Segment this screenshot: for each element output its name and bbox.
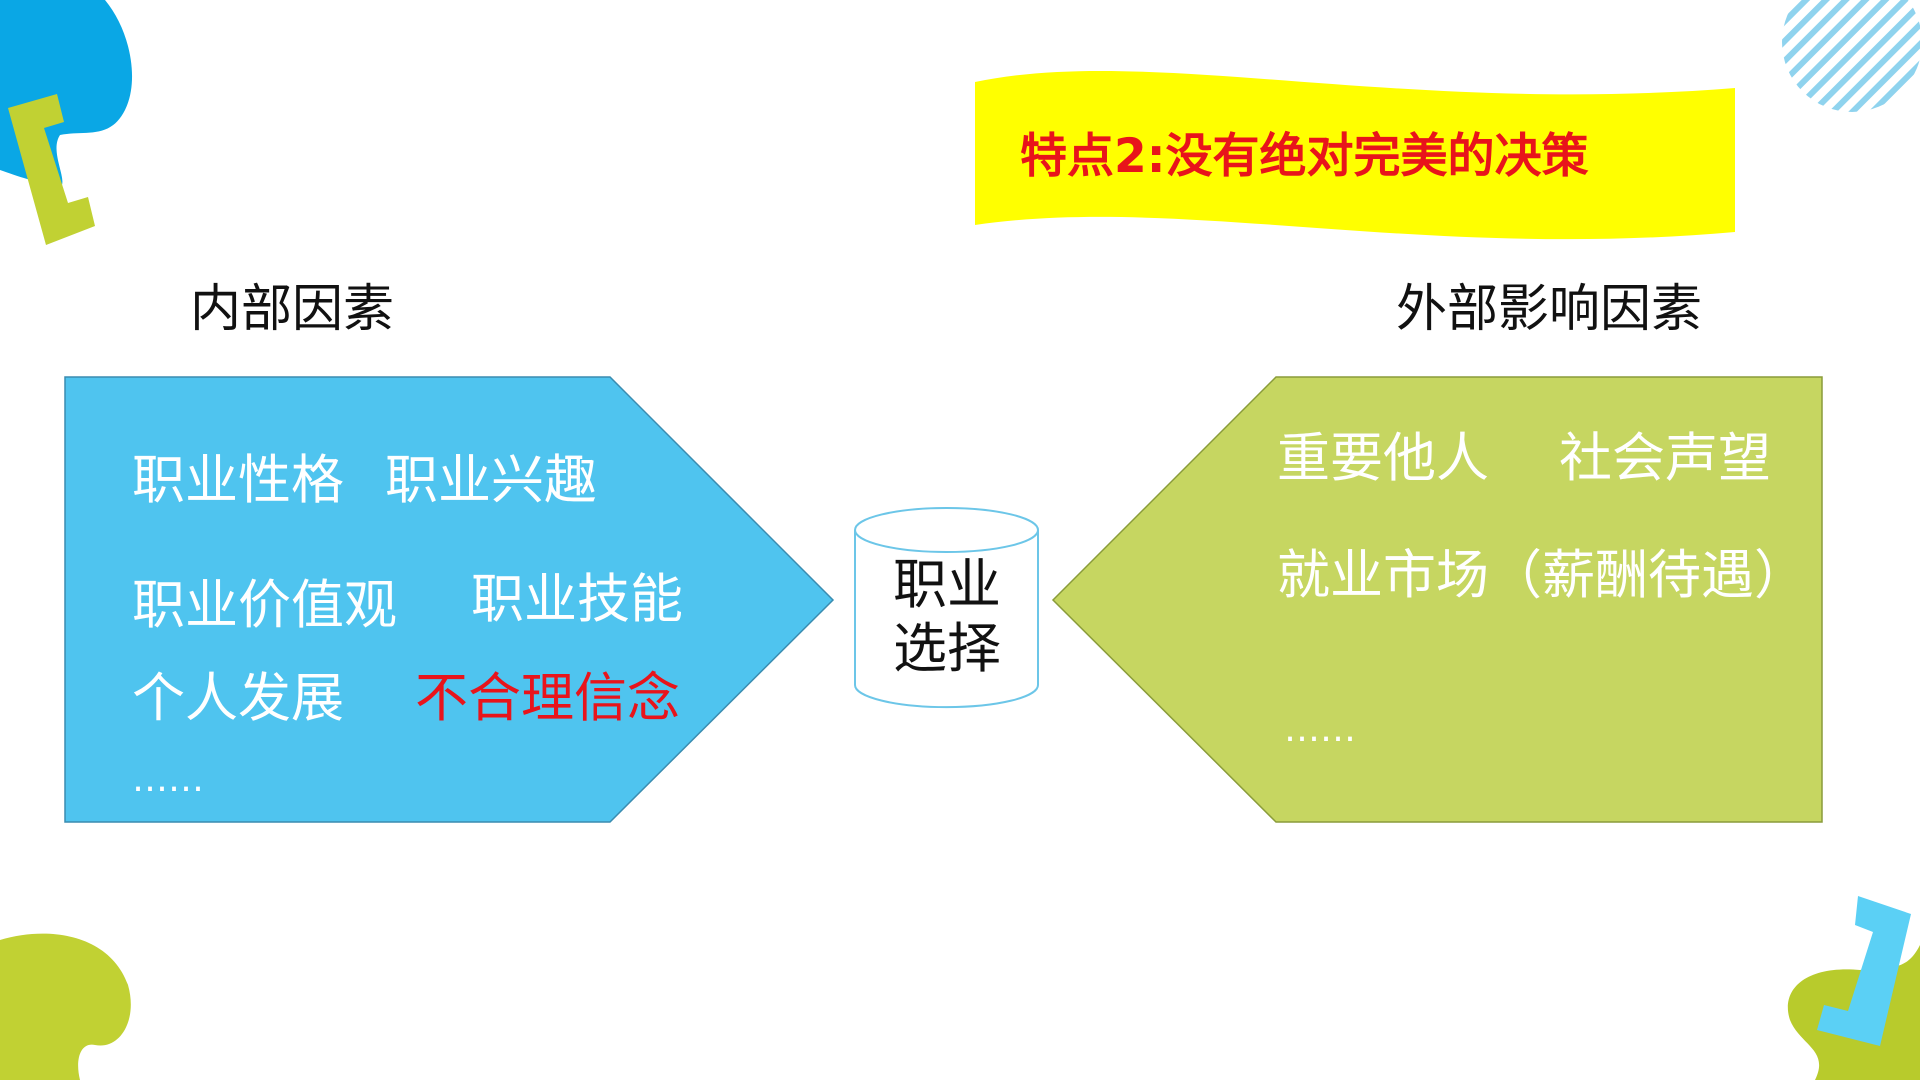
cylinder-label-line1: 职业 <box>893 553 1001 616</box>
internal-factors-arrow <box>64 376 835 823</box>
striped-circle-top-right <box>1782 0 1920 112</box>
external-item: 就业市场（薪酬待遇） <box>1277 545 1807 606</box>
internal-item: 职业价值观 <box>132 575 397 636</box>
career-choice-cylinder <box>854 507 1039 709</box>
green-blob-bottom-left <box>0 933 131 1080</box>
internal-item: 职业兴趣 <box>385 450 597 511</box>
blue-blob-top-left <box>0 0 133 185</box>
internal-item: 职业技能 <box>471 569 683 630</box>
yellow-banner <box>975 70 1735 240</box>
cylinder-label-line2: 选择 <box>893 617 1001 680</box>
external-factors-arrow <box>1051 376 1823 823</box>
blue-bracket-bottom-right-icon <box>1817 896 1911 1046</box>
banner-title: 特点2:没有绝对完美的决策 <box>1020 129 1589 184</box>
external-ellipsis: …… <box>1284 709 1356 750</box>
internal-item-highlight: 不合理信念 <box>415 668 680 729</box>
internal-item: 个人发展 <box>132 668 344 729</box>
green-bracket-top-left-icon <box>8 94 95 245</box>
external-item: 重要他人 <box>1277 428 1489 489</box>
internal-ellipsis: …… <box>132 759 204 800</box>
external-item: 社会声望 <box>1559 428 1771 489</box>
internal-item: 职业性格 <box>132 450 344 511</box>
internal-factors-heading: 内部因素 <box>190 280 395 339</box>
external-factors-heading: 外部影响因素 <box>1396 280 1703 339</box>
